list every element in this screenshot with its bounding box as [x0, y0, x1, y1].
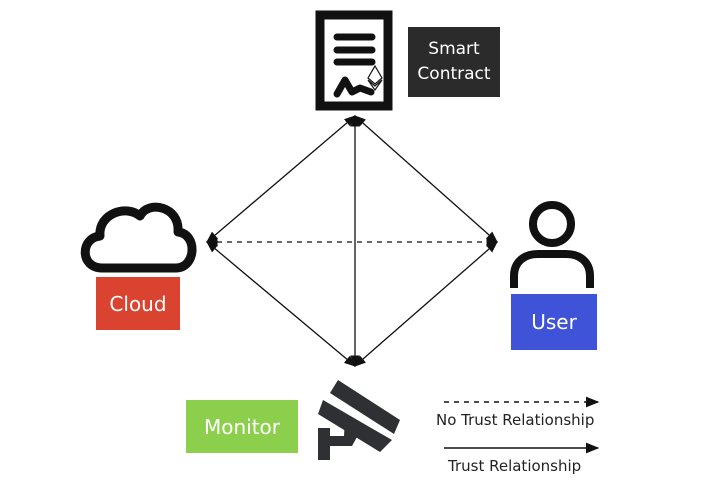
- legend-trust-label: Trust Relationship: [448, 457, 582, 475]
- cloud-label: Cloud: [96, 277, 180, 330]
- security-camera-icon: [318, 380, 400, 460]
- legend-no-trust-label: No Trust Relationship: [436, 411, 595, 429]
- user-icon: [510, 201, 594, 288]
- contract-icon: [315, 10, 393, 111]
- edge-smart_contract-user: [354, 115, 498, 243]
- user-label: User: [511, 294, 597, 350]
- monitor-label: Monitor: [186, 400, 298, 453]
- edge-cloud-monitor: [206, 241, 356, 367]
- smart-contract-label: Smart Contract: [408, 27, 500, 97]
- edge-user-monitor: [354, 241, 498, 367]
- edge-smart_contract-cloud: [206, 115, 356, 243]
- cloud-icon: [80, 202, 197, 273]
